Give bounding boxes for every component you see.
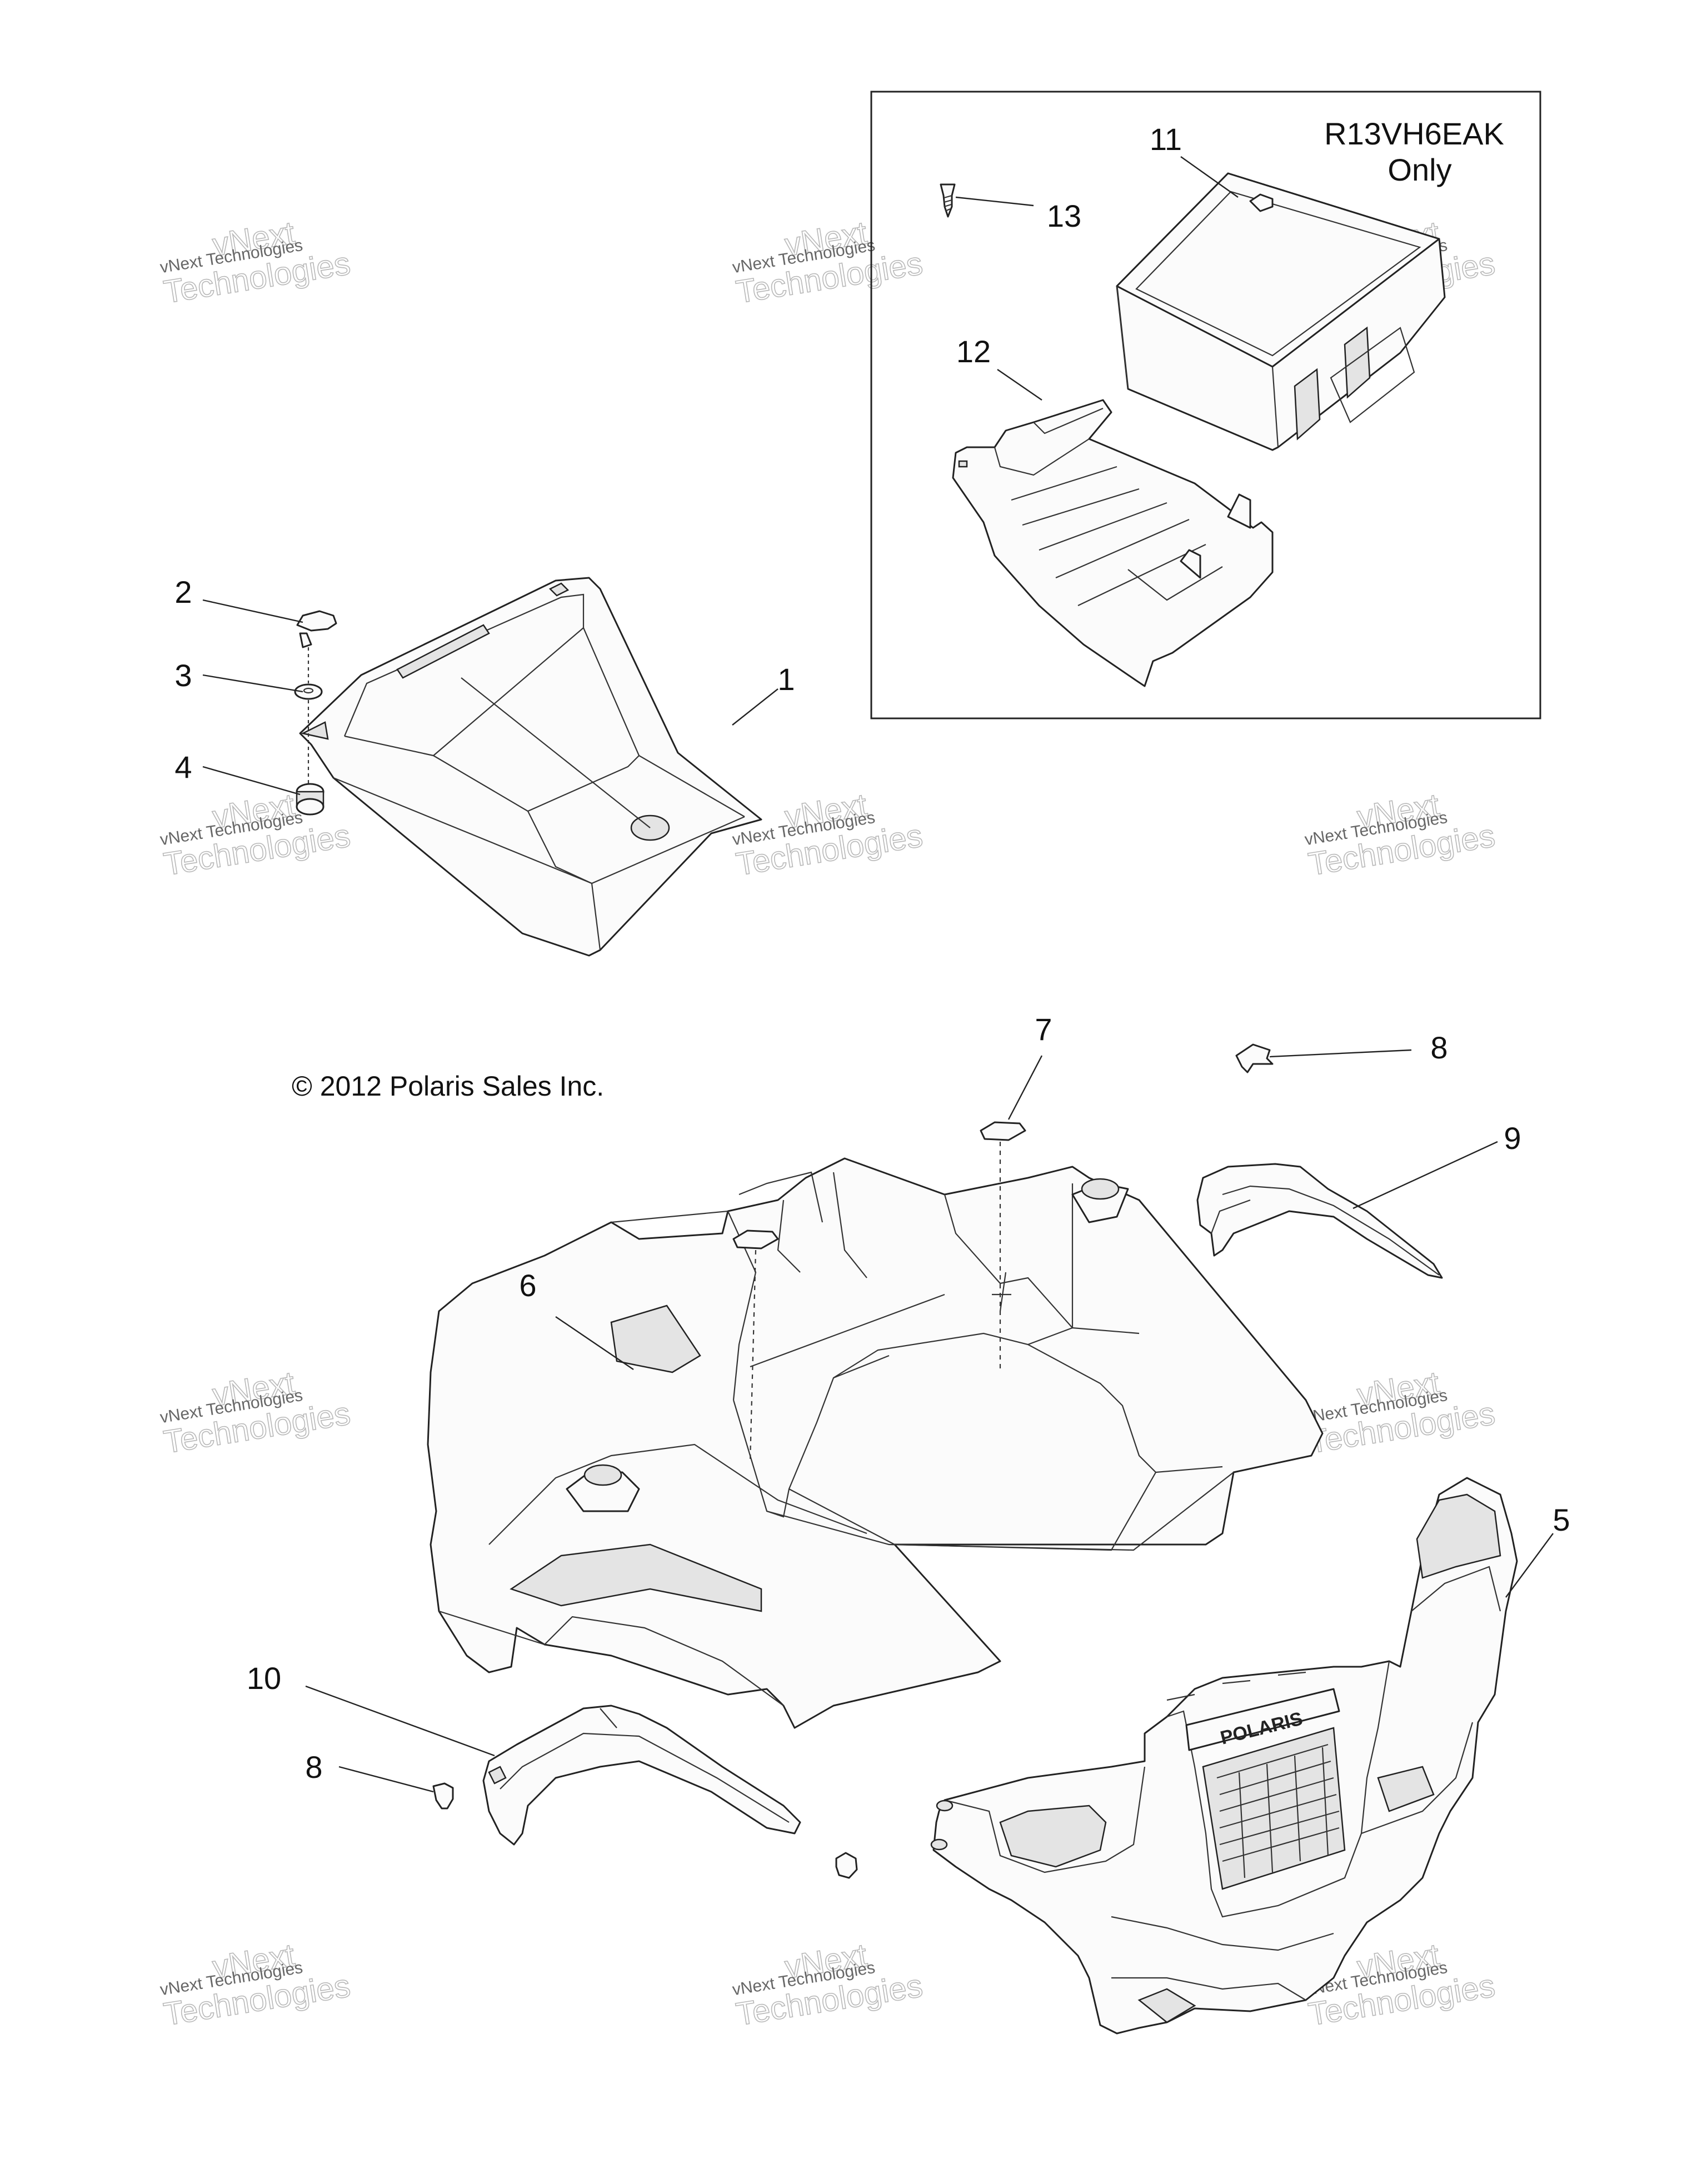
leader-7 — [1007, 1055, 1043, 1120]
watermark-7: vNext Technologies vNext Technologies — [159, 1365, 353, 1461]
callout-4: 4 — [174, 749, 192, 784]
part-2-fastener — [296, 610, 337, 648]
leader-10 — [305, 1685, 495, 1757]
part-7-tab — [732, 1121, 1026, 1462]
callout-8-top: 8 — [1430, 1030, 1448, 1065]
callout-12: 12 — [956, 334, 991, 369]
callout-1: 1 — [777, 662, 795, 697]
part-13-screw — [940, 183, 956, 218]
inset-note-only: Only — [1387, 152, 1451, 187]
part-4-grommet — [296, 783, 325, 816]
callout-5: 5 — [1553, 1502, 1570, 1537]
callout-3: 3 — [174, 658, 192, 693]
leader-6 — [555, 1316, 634, 1370]
part-8-push-rivet-left — [432, 1782, 454, 1810]
part-8-push-rivet-top — [1235, 1043, 1274, 1073]
leader-8b — [338, 1766, 434, 1793]
watermark-1: vNext Technologies vNext Technologies — [159, 214, 353, 311]
callout-2: 2 — [174, 574, 192, 609]
inset-frame — [870, 91, 1541, 719]
part-5-front-bumper: POLARIS — [930, 1477, 1518, 2035]
leader-4 — [202, 766, 301, 796]
inset-kit: R13VH6EAK Only — [870, 91, 1541, 719]
watermark-5: vNext Technologies vNext Technologies — [731, 787, 926, 883]
leader-2 — [202, 599, 303, 623]
leader-8a — [1269, 1049, 1412, 1058]
part-6-main-body — [427, 1157, 1324, 1729]
callout-13: 13 — [1047, 198, 1081, 233]
copyright-text: © 2012 Polaris Sales Inc. — [292, 1071, 604, 1102]
callout-11: 11 — [1150, 122, 1182, 157]
leader-13 — [955, 196, 1034, 207]
callout-6: 6 — [519, 1268, 536, 1303]
part-11-storage-box — [1116, 172, 1446, 451]
leader-11 — [1180, 156, 1239, 198]
part-10-fender-flare-left — [482, 1705, 801, 1846]
leader-3 — [202, 674, 303, 693]
callout-10: 10 — [247, 1661, 281, 1696]
leader-5 — [1505, 1533, 1554, 1598]
watermark-11: vNext Technologies vNext Technologies — [731, 1937, 926, 2033]
watermark-9: vNext Technologies vNext Technologies — [1304, 1365, 1498, 1461]
part-3-washer — [294, 683, 323, 700]
inset-note-model: R13VH6EAK — [1324, 116, 1504, 151]
watermark-10: vNext Technologies vNext Technologies — [159, 1937, 353, 2033]
leader-12 — [997, 369, 1042, 401]
callout-9: 9 — [1504, 1121, 1521, 1156]
part-12-tray — [952, 399, 1274, 687]
callout-7: 7 — [1035, 1012, 1052, 1047]
callout-8-left: 8 — [305, 1750, 322, 1785]
part-9-fender-flare-right — [1196, 1163, 1443, 1279]
part-8-push-rivet-mid — [835, 1852, 858, 1879]
watermark-2: vNext Technologies vNext Technologies — [731, 214, 926, 311]
part-1-hood-panel — [299, 577, 762, 957]
leader-9 — [1352, 1141, 1498, 1210]
leader-1 — [732, 688, 778, 726]
watermark-6: vNext Technologies vNext Technologies — [1304, 787, 1498, 883]
watermark-12: vNext Technologies vNext Technologies — [1304, 1937, 1498, 2033]
